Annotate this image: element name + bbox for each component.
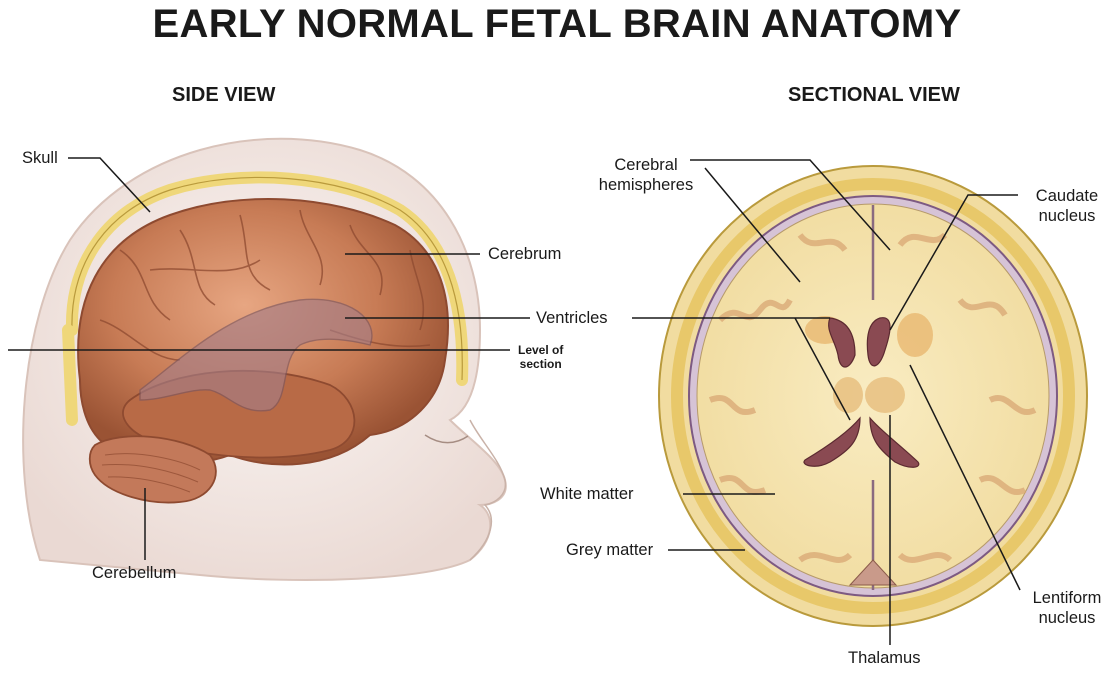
label-thalamus: Thalamus [848, 649, 921, 667]
side-view-heading: SIDE VIEW [172, 84, 276, 106]
closed-eye [424, 434, 469, 444]
label-cerebral-hemispheres: Cerebral hemispheres [586, 155, 706, 195]
section-ventricle-right [866, 317, 891, 367]
grey-matter-folds [708, 232, 1037, 563]
label-grey-matter: Grey matter [566, 541, 654, 559]
label-ventricles: Ventricles [536, 309, 608, 327]
label-cerebral-line2: hemispheres [598, 176, 694, 194]
side-view-illustration [22, 137, 507, 581]
section-skull-band [671, 178, 1075, 614]
label-lentiform-line1: Lentiform [1032, 589, 1102, 607]
lentiform-leader [909, 364, 1021, 591]
label-lentiform-line2: nucleus [1038, 609, 1096, 627]
sectional-view-illustration [658, 165, 1088, 627]
cerebellum-shape [88, 435, 217, 504]
cerebral-leader-a [690, 159, 891, 251]
label-lentiform-nucleus: Lentiform nucleus [1022, 588, 1112, 628]
label-cerebellum: Cerebellum [92, 564, 177, 582]
posterior-notch [848, 559, 898, 586]
face-outline [469, 419, 507, 561]
label-caudate-line2: nucleus [1038, 207, 1096, 225]
page-title: EARLY NORMAL FETAL BRAIN ANATOMY [152, 2, 962, 46]
label-level-of-section: Level of section [518, 343, 563, 371]
thalamus-right [865, 377, 905, 413]
side-ventricles [139, 298, 373, 412]
sectional-leader-lines [632, 159, 1021, 645]
cerebral-leader-b [704, 167, 801, 283]
section-ventricle-posterior-right [869, 416, 920, 468]
ventricle-leader-branch [794, 317, 851, 421]
label-level-line1: Level of [518, 343, 564, 357]
sectional-view-heading: SECTIONAL VIEW [788, 84, 960, 106]
label-skull: Skull [22, 149, 58, 167]
label-white-matter: White matter [540, 485, 634, 503]
label-level-line2: section [519, 357, 562, 371]
section-ventricle-posterior-left [803, 416, 861, 467]
label-caudate-line1: Caudate [1035, 187, 1099, 205]
skull-leader [68, 157, 151, 213]
caudate-leader [889, 194, 1018, 331]
label-cerebral-line1: Cerebral [614, 156, 678, 174]
section-ventricle-left [828, 317, 856, 368]
caudate-right [897, 313, 933, 357]
thalamus-left [833, 377, 863, 413]
label-cerebrum: Cerebrum [488, 245, 562, 263]
side-leader-lines [8, 157, 530, 560]
label-caudate-nucleus: Caudate nucleus [1024, 186, 1110, 226]
